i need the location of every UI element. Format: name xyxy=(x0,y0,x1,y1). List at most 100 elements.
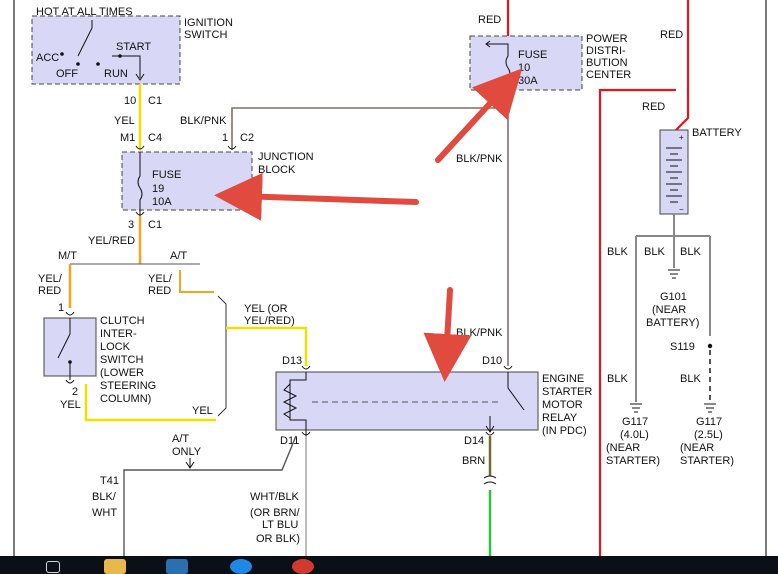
app-icon[interactable] xyxy=(166,559,188,574)
ground-symbol-g117-40 xyxy=(630,403,642,413)
pin-c4: C4 xyxy=(148,132,162,144)
g117-25-3: (NEAR xyxy=(680,442,714,454)
clutch-title-6: STEERING xyxy=(100,380,156,392)
label-red-top: RED xyxy=(478,14,501,26)
start-icon[interactable] xyxy=(46,561,60,573)
ignition-caption: HOT AT ALL TIMES xyxy=(36,6,133,18)
label-at-only-2: ONLY xyxy=(172,446,202,458)
clutch-title-5: (LOWER xyxy=(100,367,144,379)
pin-m1: M1 xyxy=(120,132,135,144)
label-blk-pnk-3: BLK/PNK xyxy=(456,327,503,339)
ground-symbol-g117-25 xyxy=(704,403,716,413)
label-wht-blk-2: (OR BRN/ xyxy=(250,507,300,519)
label-yel-2: YEL xyxy=(60,399,81,411)
label-at: A/T xyxy=(170,250,187,262)
at-bracket xyxy=(217,295,227,417)
jb-title-2: BLOCK xyxy=(258,164,296,176)
blk-pnk-wire-jb xyxy=(231,107,508,150)
label-yel: YEL xyxy=(114,115,135,127)
pin-d14: D14 xyxy=(464,435,484,447)
pin-d13: D13 xyxy=(282,355,302,367)
pin-c1-top: C1 xyxy=(148,95,162,107)
label-blk-wht-1: BLK/ xyxy=(92,491,117,503)
g101-3: BATTERY) xyxy=(646,317,699,329)
ignition-switch-box xyxy=(31,15,181,85)
g117-25-1: G117 xyxy=(696,416,722,428)
ignition-title-1: IGNITION xyxy=(184,17,233,29)
pdc-fuse-label: FUSE xyxy=(518,49,547,61)
jb-fuse-rating: 10A xyxy=(152,196,172,208)
clutch-title-2: INTER- xyxy=(100,328,137,340)
pdc-title-2: DISTRI- xyxy=(586,45,626,57)
relay-title-3: MOTOR xyxy=(542,399,583,411)
g101-1: G101 xyxy=(660,291,687,303)
label-at-only-1: A/T xyxy=(172,433,189,445)
relay-title-4: RELAY xyxy=(542,412,578,424)
clutch-title-7: COLUMN) xyxy=(100,393,151,405)
label-blk-2: BLK xyxy=(644,246,665,258)
g117-25-2: (2.5L) xyxy=(694,429,723,441)
pin-clutch-2: 2 xyxy=(72,386,78,398)
label-blk-3: BLK xyxy=(680,246,701,258)
pdc-fuse-rating: 30A xyxy=(518,75,538,87)
taskbar xyxy=(0,556,778,574)
browser-icon[interactable] xyxy=(230,559,252,574)
jb-title-1: JUNCTION xyxy=(258,151,314,163)
clutch-title-4: SWITCH xyxy=(100,354,143,366)
label-s119: S119 xyxy=(670,341,695,353)
red-wire-starter xyxy=(598,88,676,556)
label-yel-red-r1: YEL/ xyxy=(148,273,173,285)
label-blk-4: BLK xyxy=(607,373,628,385)
label-red-batt: RED xyxy=(642,101,665,113)
label-wht-blk-1: WHT/BLK xyxy=(250,491,300,503)
starter-relay-box xyxy=(275,371,539,431)
ground-symbol-g101 xyxy=(668,269,680,279)
ign-acc: ACC xyxy=(36,52,59,64)
relay-contact xyxy=(507,372,525,411)
annotation-arrow-pdc xyxy=(435,68,523,163)
label-mt: M/T xyxy=(58,250,77,262)
g101-2: (NEAR xyxy=(652,304,686,316)
label-yel-3: YEL xyxy=(192,405,213,417)
relay-title-5: (IN PDC) xyxy=(542,425,587,437)
label-yel-or-1: YEL (OR xyxy=(244,303,288,315)
pdc-fuse-number: 10 xyxy=(518,62,530,74)
battery-cells xyxy=(666,147,682,203)
pdc-title-4: CENTER xyxy=(586,69,631,81)
label-yel-red-l1: YEL/ xyxy=(38,273,63,285)
pin-c1-bottom: C1 xyxy=(148,219,162,231)
ign-run: RUN xyxy=(104,68,128,80)
pin-t41: T41 xyxy=(100,475,119,487)
junction-block-box xyxy=(121,151,253,211)
battery-title: BATTERY xyxy=(692,127,742,139)
g117-40-2: (4.0L) xyxy=(620,429,649,441)
label-yel-red: YEL/RED xyxy=(88,235,135,247)
ign-start: START xyxy=(116,41,151,53)
blk-wht-wire xyxy=(123,435,297,556)
pin-1-c2: 1 xyxy=(222,132,228,144)
relay-title-2: STARTER xyxy=(542,386,592,398)
ignition-contact xyxy=(77,20,93,57)
chrome-icon[interactable] xyxy=(292,559,314,574)
pdc-title-3: BUTION xyxy=(586,57,628,69)
red-wire-battery xyxy=(675,0,690,131)
label-red-right: RED xyxy=(660,29,683,41)
clutch-title-1: CLUTCH xyxy=(100,315,145,327)
folder-icon[interactable] xyxy=(104,559,126,574)
battery-minus: − xyxy=(679,205,684,214)
label-blk-1: BLK xyxy=(607,246,628,258)
jb-fuse-label: FUSE xyxy=(152,169,181,181)
g117-40-4: STARTER) xyxy=(606,455,660,467)
label-brn: BRN xyxy=(462,455,485,467)
battery-plus: + xyxy=(679,133,684,142)
label-yel-or-2: YEL/RED) xyxy=(244,315,295,327)
relay-title-1: ENGINE xyxy=(542,373,584,385)
g117-40-3: (NEAR xyxy=(606,442,640,454)
jb-fuse-symbol xyxy=(137,152,143,216)
ign-off: OFF xyxy=(56,68,78,80)
ignition-title-2: SWITCH xyxy=(184,29,227,41)
label-blk-pnk-1: BLK/PNK xyxy=(180,115,227,127)
label-blk-5: BLK xyxy=(680,373,701,385)
yel-wire-relay xyxy=(226,326,308,366)
